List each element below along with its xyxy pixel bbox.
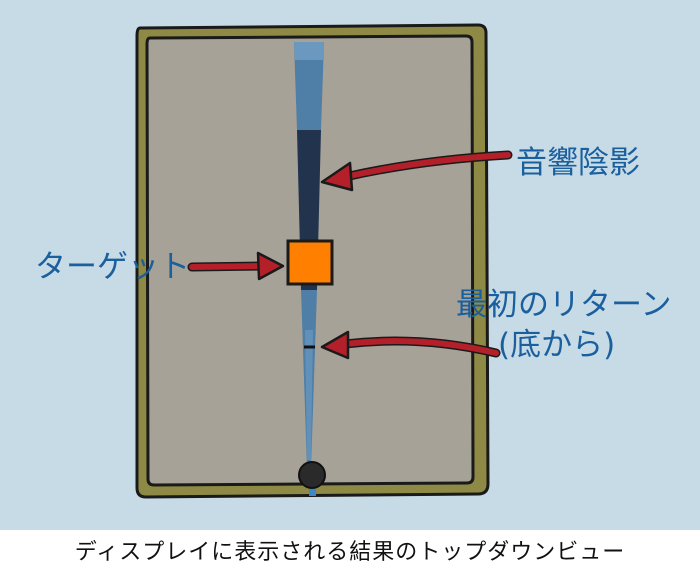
sonar-beam-top-mid	[294, 42, 324, 60]
transducer	[298, 461, 326, 489]
transducer-stem	[309, 488, 316, 496]
caption: ディスプレイに表示される結果のトップダウンビュー	[74, 540, 626, 565]
label-acoustic-shadow: 音響陰影	[516, 145, 640, 181]
beam-highlight	[305, 330, 313, 460]
illustration-panel: 音響陰影 ターゲット 最初のリターン (底から)	[0, 0, 700, 530]
arrow-acoustic-shadow	[320, 150, 513, 192]
arrow-target	[187, 251, 285, 281]
label-first-return-sub: (底から)	[498, 327, 616, 363]
target-marker	[286, 239, 334, 286]
label-first-return: 最初のリターン	[456, 287, 672, 323]
label-target: ターゲット	[35, 249, 190, 285]
display-diagram	[135, 23, 513, 499]
arrow-first-return	[320, 330, 501, 360]
sonar-beam-top-light	[294, 42, 324, 130]
